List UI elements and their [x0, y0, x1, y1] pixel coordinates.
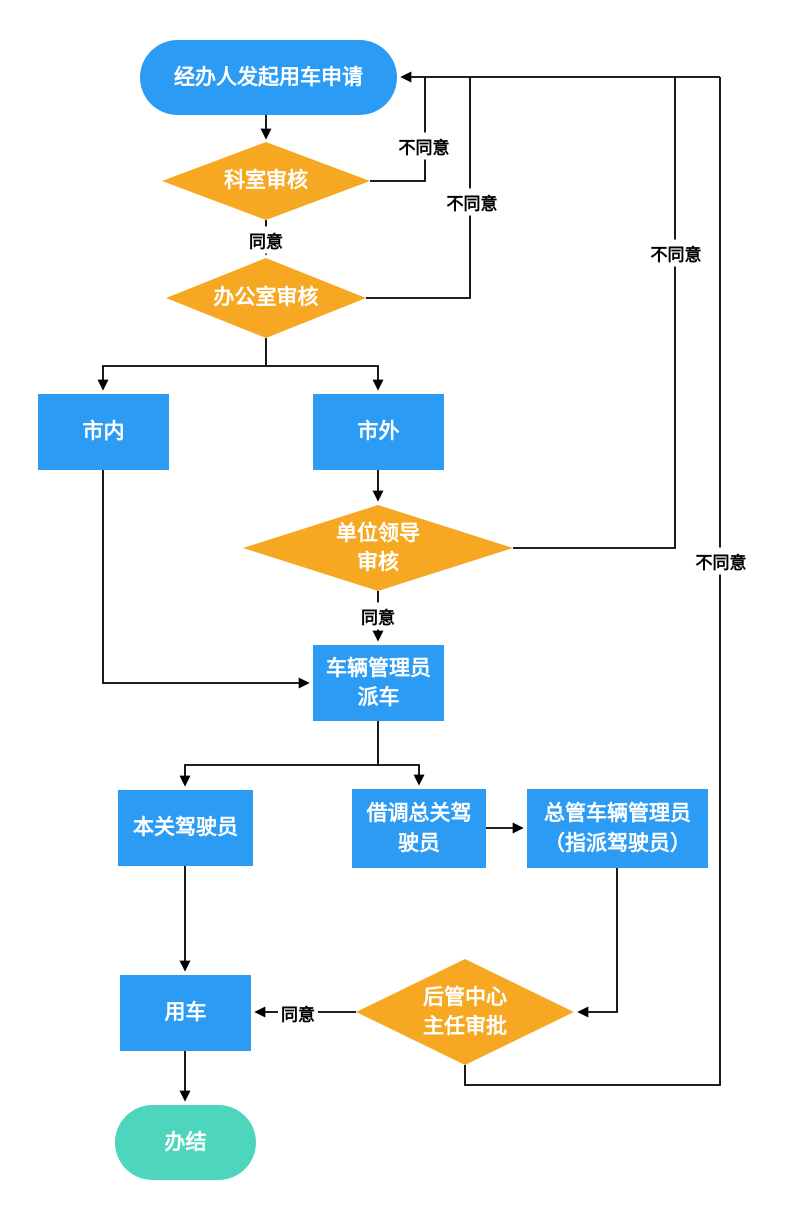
edge-hq-manager-to-director-approval [577, 868, 618, 1018]
node-hq-manager-label: 总管车辆管理员 （指派驾驶员） [544, 802, 691, 855]
node-use-car-label: 用车 [164, 1001, 207, 1025]
node-out-city: 市外 [313, 394, 444, 470]
edge-label-agree-leader: 同意 [358, 602, 398, 630]
edge-dispatch-to-borrowed-driver [378, 764, 425, 786]
node-local-driver: 本关驾驶员 [118, 790, 253, 866]
edge-label-disagree-director: 不同意 [692, 547, 750, 575]
edge-dispatch-to-local-driver [179, 721, 379, 787]
node-out-city-label: 市外 [357, 420, 400, 444]
node-director-approval-label: 后管中心 主任审批 [423, 985, 507, 1038]
edge-label-disagree-leader: 不同意 [647, 239, 705, 267]
edge-label-disagree-dept: 不同意 [395, 132, 453, 160]
node-in-city-label: 市内 [82, 420, 125, 444]
node-start: 经办人发起用车申请 [140, 40, 397, 115]
node-local-driver-label: 本关驾驶员 [133, 816, 238, 840]
node-end: 办结 [115, 1105, 256, 1180]
node-hq-manager: 总管车辆管理员 （指派驾驶员） [527, 789, 708, 868]
node-borrowed-driver: 借调总关驾 驶员 [352, 789, 486, 868]
edge-return-director-approval [464, 77, 721, 1086]
node-leader-review-label: 单位领导 审核 [336, 521, 420, 574]
edge-label-disagree-office: 不同意 [443, 188, 501, 216]
node-dept-review-label: 科室审核 [224, 169, 308, 193]
node-start-label: 经办人发起用车申请 [174, 65, 363, 89]
edge-label-agree-dept: 同意 [246, 226, 286, 254]
edge-office-review-to-out-city [266, 365, 384, 391]
node-in-city: 市内 [38, 394, 169, 470]
node-use-car: 用车 [120, 975, 251, 1051]
edge-in-city-to-dispatch [102, 470, 310, 689]
edge-return-dept-review [370, 77, 426, 182]
node-dispatch: 车辆管理员 派车 [313, 645, 444, 721]
node-end-label: 办结 [164, 1130, 207, 1154]
edge-label-agree-director: 同意 [278, 999, 318, 1027]
node-borrowed-driver-label: 借调总关驾 驶员 [366, 802, 472, 855]
edge-return-leader-review [513, 77, 676, 549]
edge-return-office-review [366, 77, 471, 299]
edge-office-review-to-in-city [97, 338, 267, 391]
node-dispatch-label: 车辆管理员 派车 [326, 656, 431, 709]
node-office-review-label: 办公室审核 [213, 286, 319, 310]
